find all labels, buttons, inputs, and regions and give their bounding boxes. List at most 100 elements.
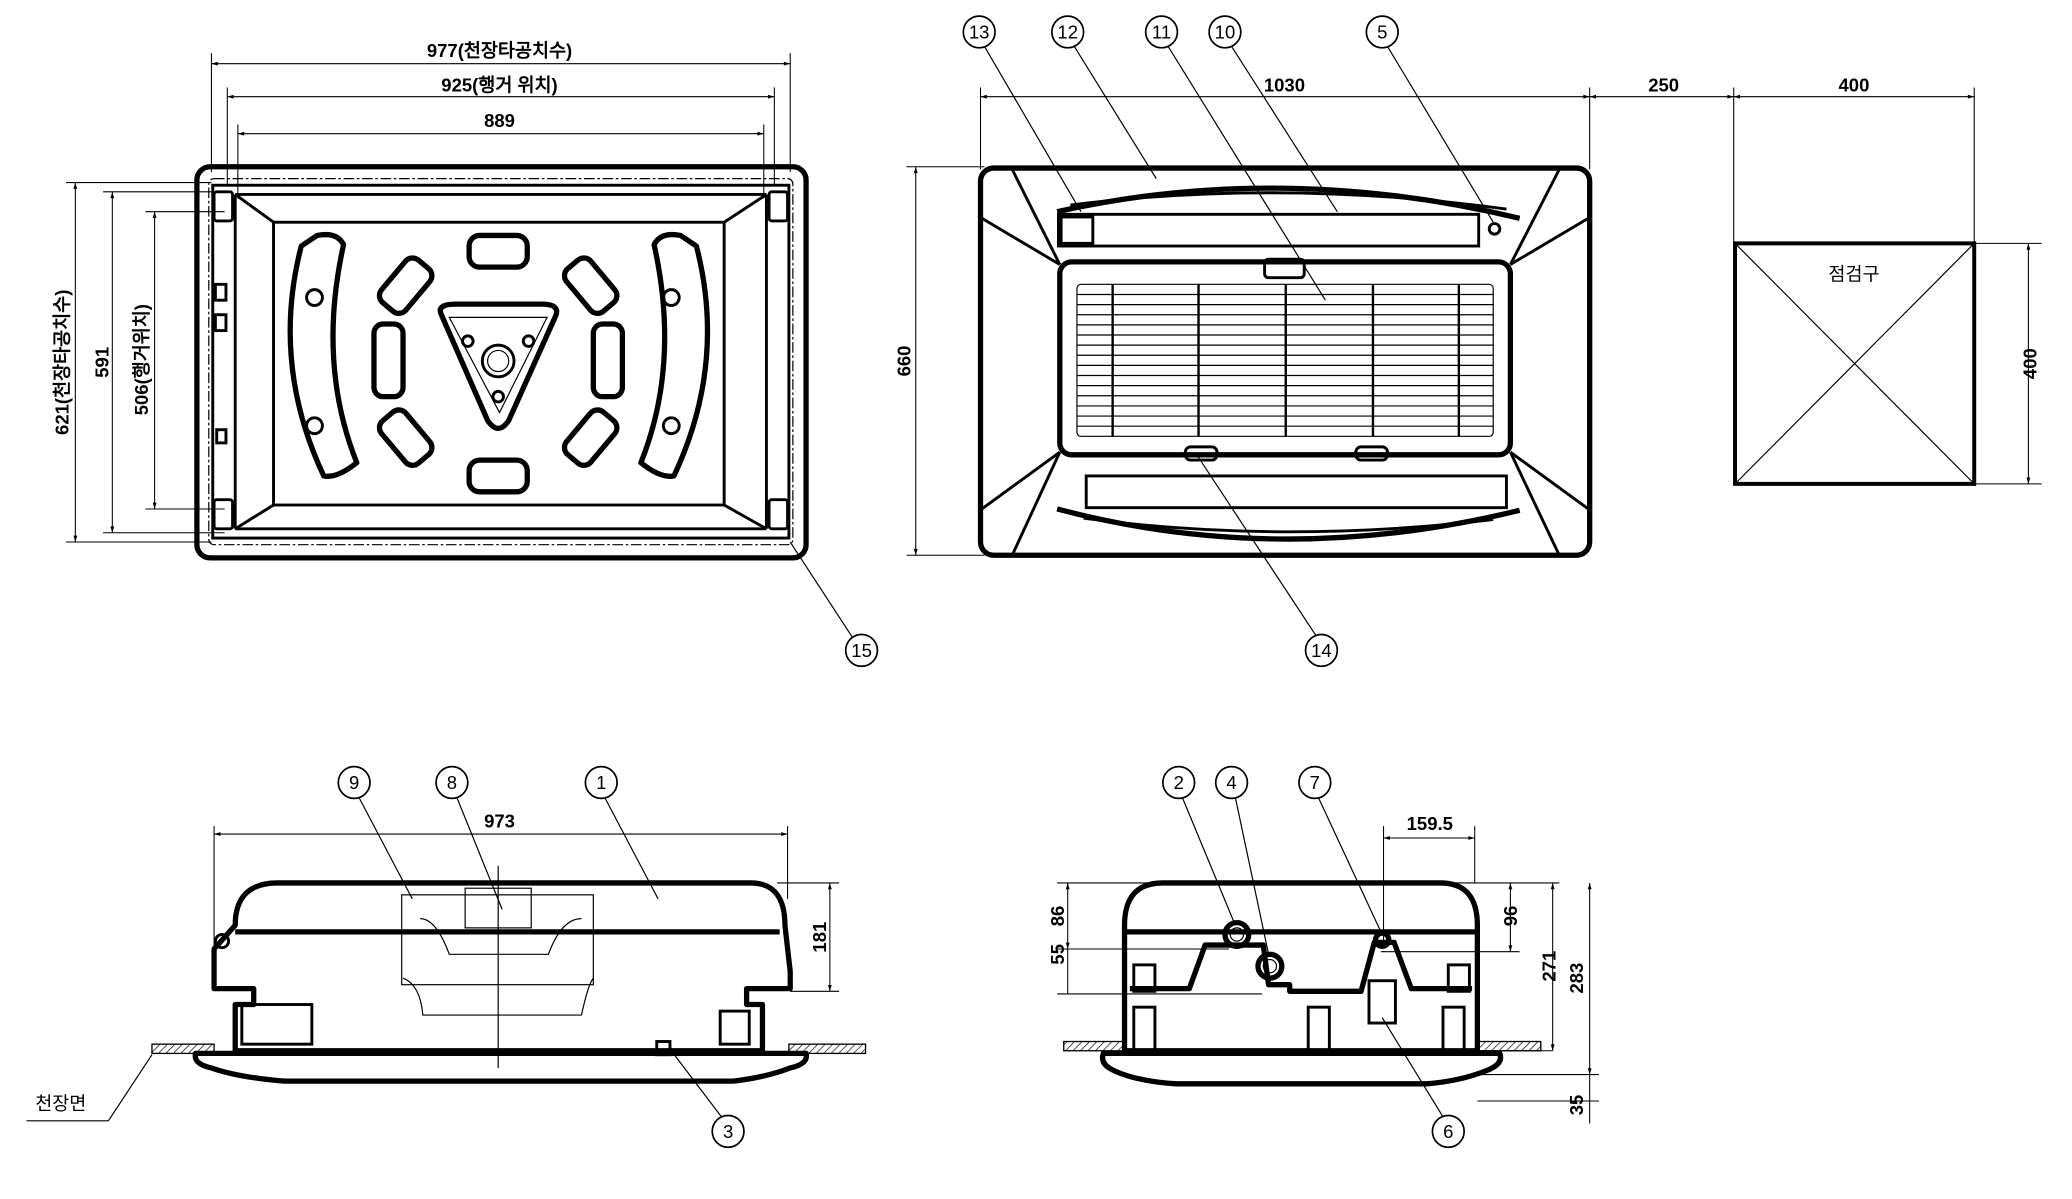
pipe-side-body-outline [1121, 880, 1480, 1054]
dim-400-width-text: 400 [1839, 74, 1870, 95]
panel-corner-lines [980, 168, 1590, 556]
svg-text:2: 2 [1174, 772, 1184, 793]
svg-text:14: 14 [1311, 640, 1332, 661]
ceiling-label: 천장면 [35, 1094, 86, 1115]
panel-extension-lines [906, 87, 2042, 556]
dim-283-text: 283 [1566, 963, 1587, 994]
recess-corner-lines [233, 193, 768, 531]
pipe-side-feet [1132, 963, 1471, 1053]
part-label-8: 8 [435, 765, 469, 800]
part-label-7: 7 [1298, 765, 1332, 800]
center-hub [480, 343, 516, 379]
dim-159-5-text: 159.5 [1407, 813, 1453, 834]
dim-1030-text: 1030 [1264, 74, 1305, 95]
part-label-3: 3 [711, 1114, 745, 1149]
svg-text:3: 3 [723, 1121, 733, 1142]
part-label-13: 13 [962, 15, 996, 49]
svg-text:9: 9 [349, 772, 359, 793]
front-panel-side [192, 1050, 810, 1084]
inspection-cross-2 [1734, 242, 1975, 485]
part-label-15-text: 15 [851, 640, 872, 661]
svg-text:11: 11 [1152, 21, 1171, 42]
top-view-body: 977(천장타공치수) 925(행거 위치) 889 621(천장타공치수) 5… [52, 40, 879, 668]
svg-text:1: 1 [596, 772, 606, 793]
fan-motor [401, 887, 594, 1016]
panel-top-view: 1030 250 400 660 [893, 15, 2042, 668]
dim-181-text: 181 [809, 922, 830, 953]
center-triangle-inner [448, 316, 549, 414]
svg-text:6: 6 [1443, 1121, 1453, 1142]
part-label-11: 11 [1144, 15, 1179, 49]
panel-clip [655, 1040, 672, 1057]
part-label-1: 1 [584, 765, 618, 800]
grille-tab-left [1183, 445, 1219, 462]
top-outlet [1057, 212, 1481, 248]
svg-text:8: 8 [447, 772, 457, 793]
part-label-2: 2 [1161, 765, 1196, 800]
gas-pipe-connection [1222, 919, 1252, 950]
liquid-pipe-connection [1255, 951, 1285, 981]
svg-text:13: 13 [969, 21, 990, 42]
drain-plug [213, 933, 231, 950]
bottom-outlet [1084, 474, 1508, 510]
ceiling-right [788, 1043, 867, 1055]
pipe-bracket-profile [1129, 939, 1473, 994]
grille-latch-top [1263, 257, 1306, 280]
top-fastener [1487, 222, 1502, 236]
inspection-label: 점검구 [1828, 264, 1879, 285]
side-body-outline [211, 880, 793, 1054]
dim-86-text: 86 [1047, 906, 1068, 927]
part-label-6: 6 [1431, 1114, 1466, 1149]
dim-660-text: 660 [893, 346, 914, 377]
grille-tab-right [1354, 445, 1389, 462]
pipe-side-panel [1099, 1050, 1504, 1087]
display-receiver [1059, 215, 1095, 245]
bottom-vane-inner [1083, 516, 1494, 534]
center-hub-inner [487, 349, 510, 373]
dim-889-text: 889 [484, 110, 515, 131]
unit-frame [211, 183, 791, 540]
inspection-opening [1733, 241, 1977, 486]
dim-591-text: 591 [91, 347, 112, 378]
dim-977-text: 977(천장타공치수) [427, 40, 572, 61]
dim-250-text: 250 [1648, 74, 1679, 95]
ceiling-leader [107, 1054, 153, 1122]
svg-text:4: 4 [1226, 772, 1236, 793]
center-triangle [437, 301, 560, 431]
dim-973-text: 973 [484, 810, 515, 831]
part-label-14: 14 [1304, 633, 1339, 668]
top-vane-inner [1070, 191, 1507, 211]
side-air-outlets [287, 231, 711, 479]
part-label-12: 12 [1050, 15, 1085, 49]
unit-inner-recess [272, 220, 726, 507]
side-front-extension-lines [213, 826, 840, 992]
dim-35-text: 35 [1566, 1095, 1587, 1116]
ceiling-left [151, 1043, 215, 1055]
drain-connection [1372, 930, 1392, 950]
fan-ring-segments [371, 232, 626, 495]
pipe-ceiling-left [1063, 1040, 1126, 1052]
dim-621-text: 621(천장타공치수) [52, 290, 73, 435]
svg-text:10: 10 [1215, 21, 1236, 42]
side-holes [305, 288, 681, 436]
svg-text:12: 12 [1057, 21, 1078, 42]
side-view-piping: 159.5 86 55 96 271 283 35 2 [1047, 765, 1599, 1149]
filter-grid-lines [1076, 284, 1494, 437]
part-label-4: 4 [1214, 765, 1249, 800]
unit-inner-edge [208, 178, 794, 546]
svg-text:5: 5 [1377, 21, 1387, 42]
hex-nuts [461, 334, 536, 404]
dimension-extension-lines [66, 53, 791, 543]
dim-506-text: 506(행거위치) [131, 304, 152, 415]
unit-outline [194, 164, 809, 561]
dim-400-height-text: 400 [2019, 348, 2040, 379]
dim-55-text: 55 [1047, 944, 1068, 965]
side-front-leaders [358, 798, 722, 1118]
dim-96-text: 96 [1500, 906, 1521, 927]
dim-925-text: 925(행거 위치) [441, 74, 557, 95]
svg-text:7: 7 [1310, 772, 1320, 793]
side-view-front: 973 181 천장면 9 8 1 3 [26, 765, 867, 1149]
part-label-15 [844, 633, 879, 668]
part-label-9: 9 [337, 765, 371, 800]
dim-271-text: 271 [1538, 951, 1559, 982]
